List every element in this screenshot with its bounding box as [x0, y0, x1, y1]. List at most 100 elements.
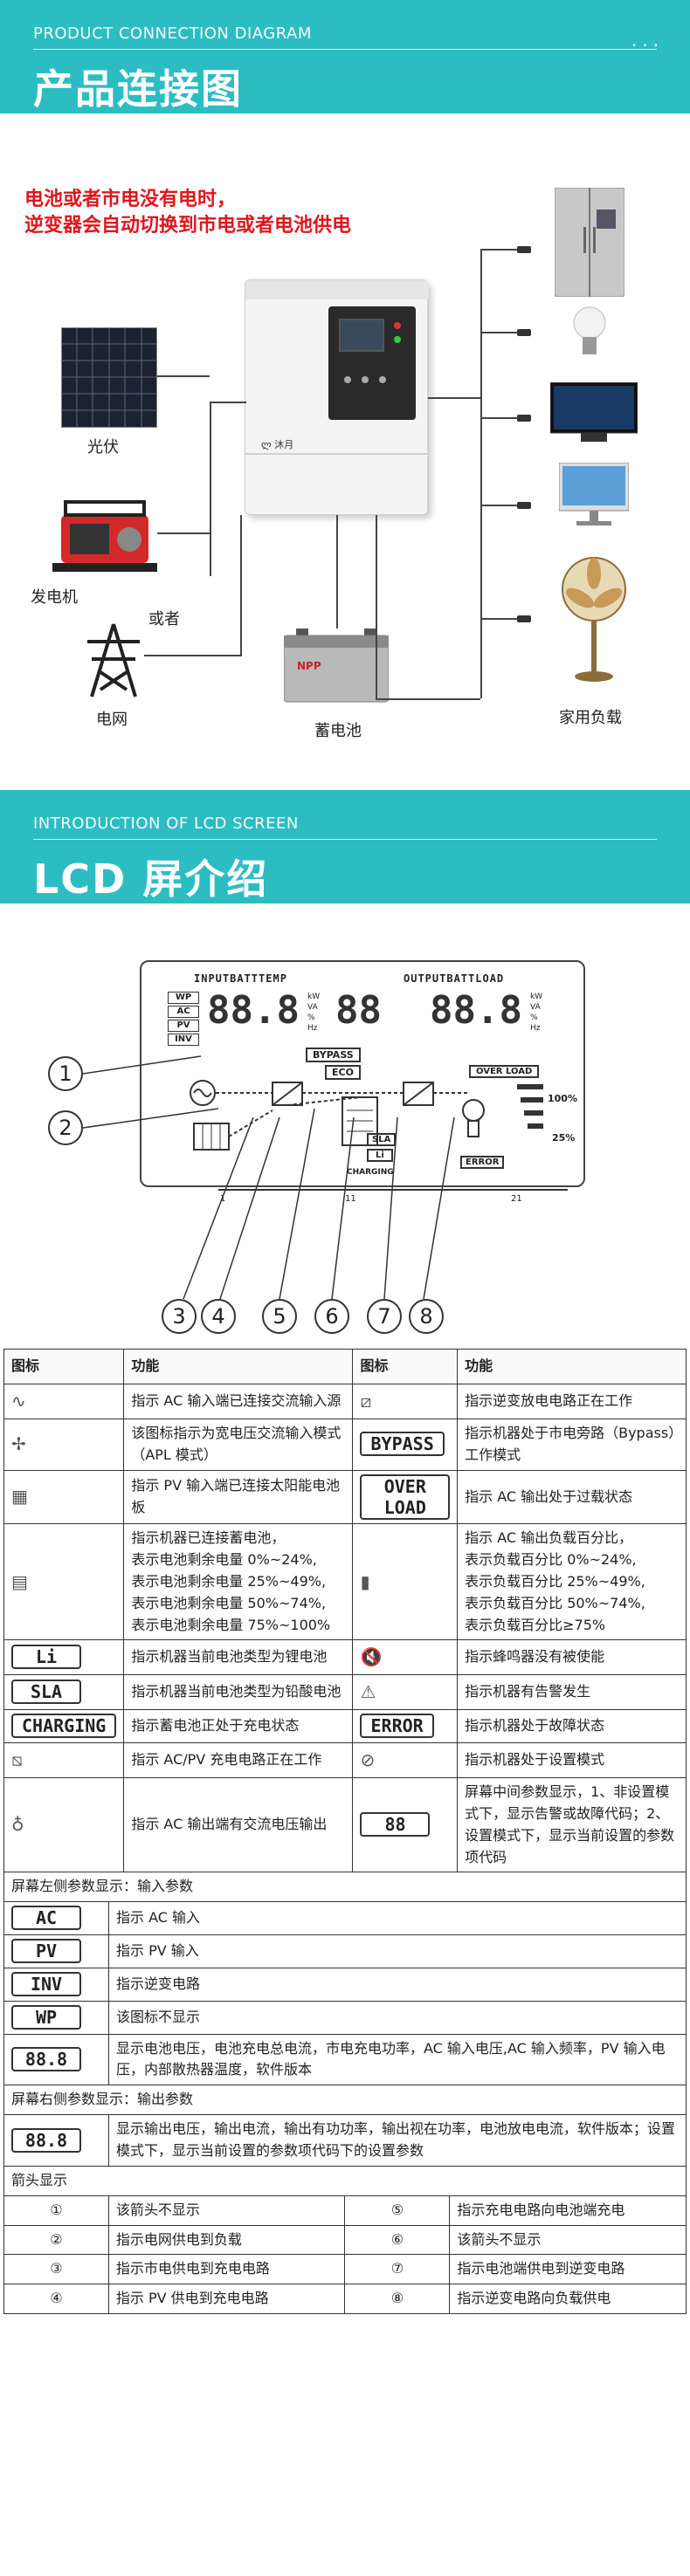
inverter-brand: ლ 沐月	[261, 439, 294, 450]
charger-icon: ⧅	[11, 1749, 23, 1771]
monitor-icon	[559, 463, 629, 526]
func-text: 显示输出电压，输出电流，输出有功功率，输出视在功率，电池放电电流，软件版本；设置…	[108, 2114, 687, 2167]
table-row: ▤指示机器已连接蓄电池，表示电池剩余电量 0%~24%,表示电池剩余电量 25%…	[3, 1523, 687, 1641]
bulb-icon	[573, 306, 606, 354]
power-tower-icon	[87, 623, 140, 697]
lcd-error: ERROR	[460, 1156, 505, 1169]
lcd-tag-ac: AC	[168, 1006, 199, 1018]
callout-6: 6	[314, 1299, 349, 1334]
arrow-number: ①	[3, 2195, 109, 2226]
func-line: 表示负载百分比 25%~49%,	[465, 1572, 645, 1590]
arrow-number: ④	[3, 2284, 109, 2314]
section-row: 屏幕右侧参数显示：输出参数	[3, 2085, 687, 2116]
battery-icon: ▤	[11, 1570, 28, 1592]
tick-label: 1	[220, 1194, 226, 1204]
func-text: 该箭头不显示	[107, 2195, 346, 2226]
tick-label: 11	[345, 1194, 356, 1204]
banner-en-title: INTRODUCTION OF LCD SCREEN	[33, 814, 299, 833]
callout-2: 2	[48, 1110, 83, 1145]
fan-icon	[562, 557, 626, 682]
load-label: 家用负载	[559, 709, 622, 727]
lcd-eco: ECO	[325, 1065, 361, 1080]
callout-4: 4	[201, 1299, 236, 1334]
unit-label: %	[530, 1013, 538, 1022]
lcd-label-icon: INV	[11, 1971, 81, 1996]
tv-icon	[550, 382, 638, 442]
generator-label: 发电机	[31, 588, 78, 607]
lcd-label-icon: 88	[360, 1812, 431, 1838]
section-title: 屏幕右侧参数显示：输出参数	[3, 2085, 687, 2116]
lcd-label-icon: 88.8	[11, 2046, 81, 2071]
lcd-charging: CHARGING	[347, 1168, 394, 1177]
warning-icon: ⚠	[360, 1681, 376, 1703]
section-row: 箭头显示	[3, 2165, 687, 2196]
tick-label: 21	[511, 1194, 522, 1204]
lcd-mid-number: 88	[335, 988, 382, 1033]
unit-label: Hz	[530, 1024, 541, 1033]
th-icon: 图标	[3, 1349, 125, 1384]
arrow-number: ⑤	[344, 2195, 451, 2226]
unit-label: kW	[307, 993, 321, 1001]
lcd-label-icon: PV	[11, 1939, 81, 1964]
func-text: 该图标指示为宽电压交流输入模式（APL 模式）	[123, 1419, 354, 1471]
solar-label: 光伏	[87, 438, 119, 457]
func-text: 指示机器有告警发生	[457, 1674, 687, 1711]
generator-icon	[52, 500, 157, 572]
unit-label: VA	[530, 1003, 541, 1012]
func-text: 指示逆变放电电路正在工作	[457, 1384, 687, 1419]
lcd-left-number: 88.8	[207, 988, 300, 1033]
inverter-unit: ლ 沐月	[245, 279, 429, 515]
func-text: 指示 AC 输出处于过载状态	[457, 1469, 687, 1525]
callout-5: 5	[262, 1299, 297, 1334]
lcd-tag-pv: PV	[168, 1020, 199, 1032]
battery-label: 蓄电池	[314, 722, 362, 740]
func-line: 表示负载百分比 0%~24%,	[465, 1551, 637, 1569]
table-row: ∿指示 AC 输入端已连接交流输入源⧄指示逆变放电电路正在工作	[3, 1384, 687, 1419]
lcd-sla: SLA	[367, 1133, 397, 1146]
lcd-input-header: INPUTBATTTEMP	[194, 972, 287, 985]
callout-7: 7	[367, 1299, 402, 1334]
th-func: 功能	[123, 1349, 354, 1384]
icon-table-wrap: 图标 功能 图标 功能 ∿指示 AC 输入端已连接交流输入源⧄指示逆变放电电路正…	[3, 1349, 687, 2314]
func-text: 指示 AC/PV 充电电路正在工作	[123, 1742, 354, 1779]
lcd-li: Li	[367, 1149, 393, 1162]
func-line: 表示电池剩余电量 0%~24%,	[131, 1551, 317, 1569]
banner-divider	[33, 49, 657, 50]
callout-3: 3	[162, 1299, 197, 1334]
func-text: 指示 PV 输入端已连接太阳能电池板	[123, 1469, 354, 1525]
table-row: 88.8 显示电池电压，电池充电总电流，市电充电功率，AC 输入电压,AC 输入频…	[3, 2033, 687, 2086]
func-text: 指示蜂鸣器没有被使能	[457, 1639, 687, 1676]
banner-zh-title: 产品连接图	[33, 65, 243, 113]
lcd-tag-inv: INV	[168, 1034, 199, 1046]
banner-zh-title: LCD 屏介绍	[33, 855, 269, 903]
func-text: 指示逆变电路向负载供电	[449, 2284, 687, 2314]
arrow-number: ⑧	[344, 2284, 451, 2314]
banner-divider	[33, 839, 657, 840]
arrow-number: ③	[3, 2254, 109, 2285]
lcd-label-icon: Li	[11, 1645, 81, 1670]
unit-label: kW	[530, 993, 543, 1001]
lcd-bypass: BYPASS	[306, 1048, 361, 1062]
func-text: 指示机器处于故障状态	[457, 1709, 687, 1744]
lcd-right-units: kW VA% Hz	[530, 992, 542, 1034]
func-text: 指示市电供电到充电电路	[107, 2254, 346, 2285]
banner-en-title: PRODUCT CONNECTION DIAGRAM	[33, 24, 312, 43]
func-text: 该箭头不显示	[449, 2224, 687, 2256]
decor-dots-icon: ···	[631, 35, 664, 56]
func-text: 指示机器当前电池类型为铅酸电池	[123, 1674, 354, 1711]
func-text: 指示 PV 输入	[108, 1934, 687, 1968]
func-text: 显示电池电压，电池充电总电流，市电充电功率，AC 输入电压,AC 输入频率，PV…	[108, 2033, 687, 2086]
callout-lines	[82, 1055, 455, 1300]
